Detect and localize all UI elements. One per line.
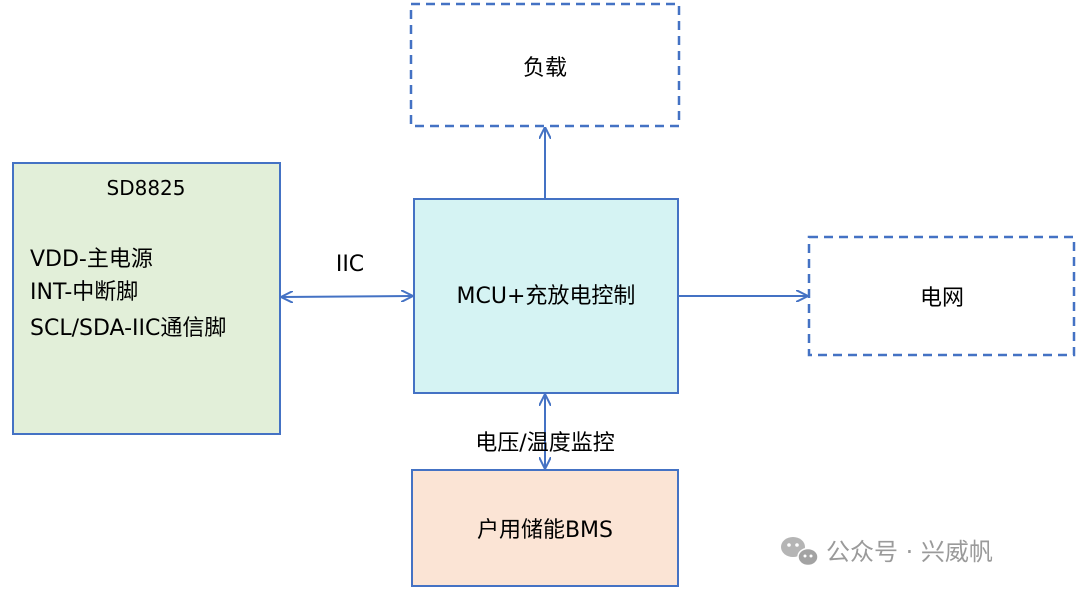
sd8825-box	[12, 162, 281, 435]
sd8825-line-vdd: VDD-主电源	[30, 247, 153, 272]
node-sd8825: SD8825 VDD-主电源 INT-中断脚 SCL/SDA-IIC通信脚	[12, 162, 281, 435]
sd8825-line-int: INT-中断脚	[30, 280, 138, 305]
bms-box	[411, 469, 679, 587]
wechat-icon	[781, 537, 819, 567]
watermark-text: 公众号 · 兴威帆	[826, 538, 993, 566]
load-box	[409, 2, 681, 128]
edge-label-iic: IIC	[336, 252, 364, 277]
sd8825-title: SD8825	[107, 176, 186, 200]
watermark: 公众号 · 兴威帆	[781, 537, 993, 567]
mcu-label: MCU+充放电控制	[457, 284, 636, 309]
node-grid: 电网	[807, 235, 1076, 357]
node-load: 负载	[409, 2, 681, 128]
edge-sd8825-mcu	[282, 296, 412, 297]
node-mcu: MCU+充放电控制	[413, 198, 679, 394]
grid-box	[807, 235, 1076, 357]
bms-label: 户用储能BMS	[477, 518, 613, 543]
load-label: 负载	[523, 56, 567, 81]
sd8825-line-scl-sda: SCL/SDA-IIC通信脚	[30, 316, 226, 341]
edge-label-monitoring: 电压/温度监控	[475, 431, 614, 456]
node-bms: 户用储能BMS	[411, 469, 679, 587]
grid-label: 电网	[920, 286, 964, 311]
